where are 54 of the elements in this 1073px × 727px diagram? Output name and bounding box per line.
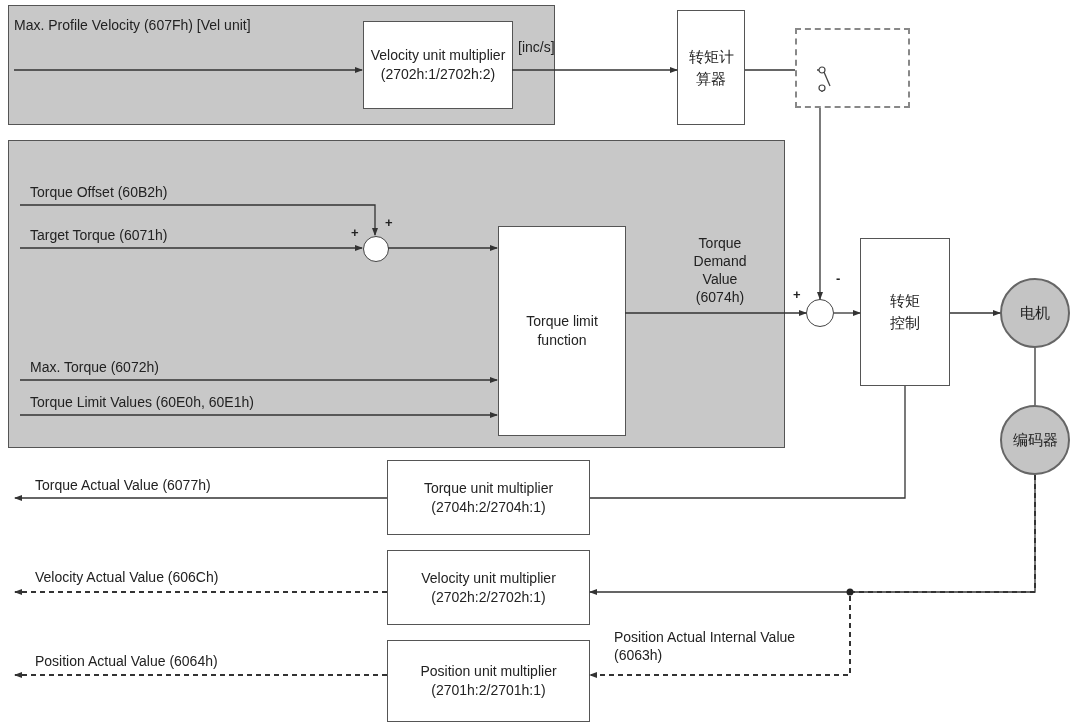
process-box (387, 640, 590, 722)
group-panel (8, 140, 785, 448)
edge-label: Max. Torque (6072h) (30, 358, 160, 376)
edge-label: Position Actual Internal Value (6063h) (614, 628, 797, 664)
arrow (949, 310, 1001, 316)
arrow (589, 474, 1036, 678)
arrow (13, 67, 363, 73)
box-label: 编码器 (1012, 429, 1058, 450)
process-box (363, 21, 513, 109)
edge-label: Torque Actual Value (6077h) (35, 476, 212, 494)
group-panel (8, 5, 555, 125)
edge-label: Torque Offset (60B2h) (30, 183, 169, 201)
arrow (833, 310, 861, 316)
summing-junction (806, 299, 834, 327)
process-box (387, 460, 590, 535)
edge-label: Torque Limit Values (60E0h, 60E1h) (30, 393, 255, 411)
sign-label: - (836, 272, 841, 286)
arrow (387, 245, 498, 251)
box-label: Position unit multiplier (2701h:2/2701h:1) (419, 662, 558, 700)
box-label: 转矩计算器 (688, 46, 734, 89)
summing-junction (363, 236, 389, 262)
switch-box (795, 28, 910, 108)
arrow (19, 204, 378, 236)
sign-label: + (351, 226, 359, 240)
sign-label: + (793, 288, 801, 302)
arrow (511, 67, 678, 73)
arrow (19, 412, 498, 418)
edge-label: [inc/s] (518, 38, 556, 56)
connector-line (589, 385, 906, 499)
edge-label: Velocity Actual Value (606Ch) (35, 568, 220, 586)
edge-label: Max. Profile Velocity (607Fh) [Vel unit] (14, 16, 252, 34)
edge-label: Torque Demand Value (6074h) (692, 234, 748, 306)
box-label: Velocity unit multiplier (2702h:2/2702h:1) (420, 568, 557, 607)
sign-label: + (385, 216, 393, 230)
box-label: 转矩控制 (890, 291, 920, 333)
box-label: Velocity unit multiplier (2702h:1/2702h:2) (369, 46, 507, 84)
edge-label: Target Torque (6071h) (30, 226, 169, 244)
process-box (387, 550, 590, 625)
arrow (19, 245, 363, 251)
arrow (19, 377, 498, 383)
arrow (817, 107, 823, 300)
arrow (624, 310, 807, 316)
connector-line (744, 69, 796, 71)
arrow (14, 589, 388, 595)
process-box (860, 238, 950, 386)
arrow (14, 672, 388, 678)
process-box (498, 226, 626, 436)
edge-label: Position Actual Value (6064h) (35, 652, 219, 670)
box-label: Torque limit function (525, 312, 599, 350)
process-box (677, 10, 745, 125)
box-label: Torque unit multiplier (2704h:2/2704h:1) (422, 478, 555, 517)
arrow (14, 495, 388, 501)
box-label: 电机 (1020, 302, 1050, 323)
connector-line (1034, 347, 1036, 406)
